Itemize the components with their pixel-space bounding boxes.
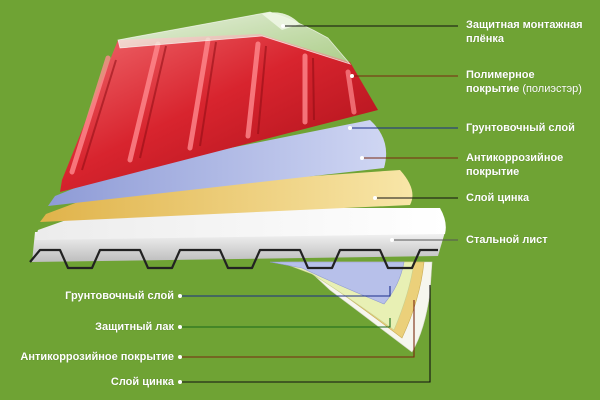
polymer-rib-shadows [81,41,315,171]
layer-anticorrosion [40,170,413,222]
label-protective-film: Защитная монтажная плёнка [466,19,583,45]
layer-bottom-primer [269,261,405,305]
label-bottom-varnish: Защитный лак [95,321,174,333]
label-bottom-zinc: Слой цинка [110,376,174,388]
leader-bottom-varnish [180,318,391,328]
layer-steel-sheet [32,232,445,262]
label-polymer-coating: Полимерное покрытие (полиэстэр) [466,69,582,95]
label-bottom-primer: Грунтовочный слой [65,290,174,302]
label-bottom-anticorrosion: Антикоррозийное покрытие [20,351,174,363]
leaders-left [178,285,431,384]
leader-bottom-anticorrosion [180,300,415,358]
polymer-ribs [69,37,357,175]
label-primer-layer: Грунтовочный слой [466,122,575,134]
leaders-right [281,24,458,242]
layer-primer [48,120,387,206]
label-zinc-layer: Слой цинка [466,192,530,204]
layer-polymer [60,34,378,192]
steel-sheet-profile [29,248,438,270]
leader-bottom-primer [180,286,391,297]
leader-bottom-zinc [180,285,431,383]
label-anticorrosion-coating: Антикоррозийное покрытие [466,152,564,178]
label-steel-sheet: Стальной лист [466,234,548,246]
